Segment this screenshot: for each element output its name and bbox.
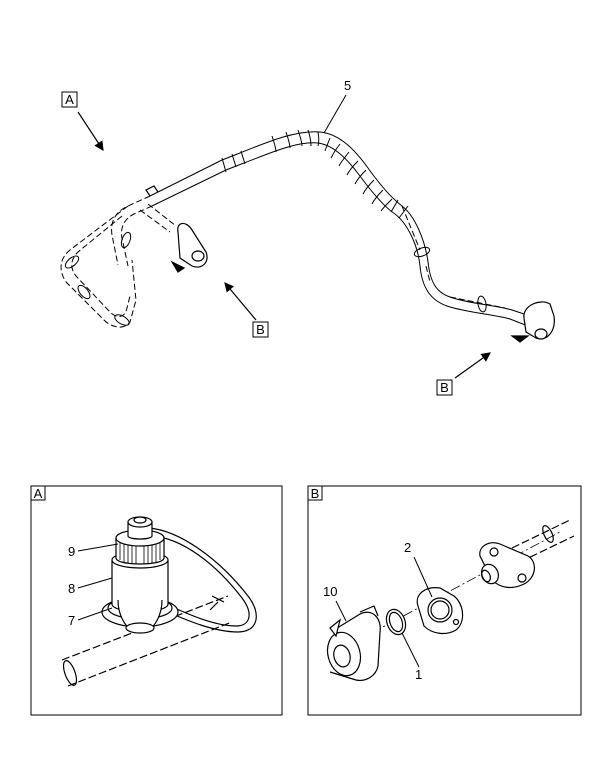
callout-9-leader bbox=[77, 543, 119, 552]
callout-10: 10 bbox=[323, 584, 337, 599]
detail-a-panel: A 9 8 7 bbox=[30, 485, 283, 716]
callout-1: 1 bbox=[415, 667, 422, 682]
left-fitting bbox=[145, 185, 208, 273]
callout-9: 9 bbox=[68, 544, 75, 559]
detail-a-title: A bbox=[34, 486, 43, 501]
part-5-leader bbox=[323, 94, 347, 134]
view-a-arrow bbox=[77, 111, 104, 152]
view-label-b-right: B bbox=[436, 379, 453, 396]
view-b-right-arrow bbox=[454, 352, 491, 379]
detail-a-drawing bbox=[61, 516, 257, 687]
main-view: A 5 bbox=[60, 78, 555, 396]
callout-7-leader bbox=[77, 607, 113, 621]
tube-assembly bbox=[60, 129, 531, 328]
callout-8-leader bbox=[77, 577, 113, 589]
right-fitting bbox=[510, 301, 555, 343]
detail-b-panel: B 2 bbox=[307, 485, 582, 716]
view-label-a: A bbox=[61, 91, 78, 108]
callout-7: 7 bbox=[68, 613, 75, 628]
callout-8: 8 bbox=[68, 581, 75, 596]
callout-2-leader bbox=[413, 556, 433, 598]
callout-10-leader bbox=[335, 600, 347, 622]
view-label-b-left: B bbox=[252, 321, 269, 338]
svg-text:A: A bbox=[65, 92, 74, 107]
detail-b-title: B bbox=[311, 486, 320, 501]
callout-1-leader bbox=[401, 632, 420, 668]
detail-b-drawing bbox=[326, 519, 575, 681]
view-b-left-arrow bbox=[224, 282, 257, 321]
part-label-5: 5 bbox=[344, 78, 351, 93]
callout-2: 2 bbox=[404, 540, 411, 555]
svg-text:B: B bbox=[256, 322, 265, 337]
svg-text:B: B bbox=[440, 380, 449, 395]
